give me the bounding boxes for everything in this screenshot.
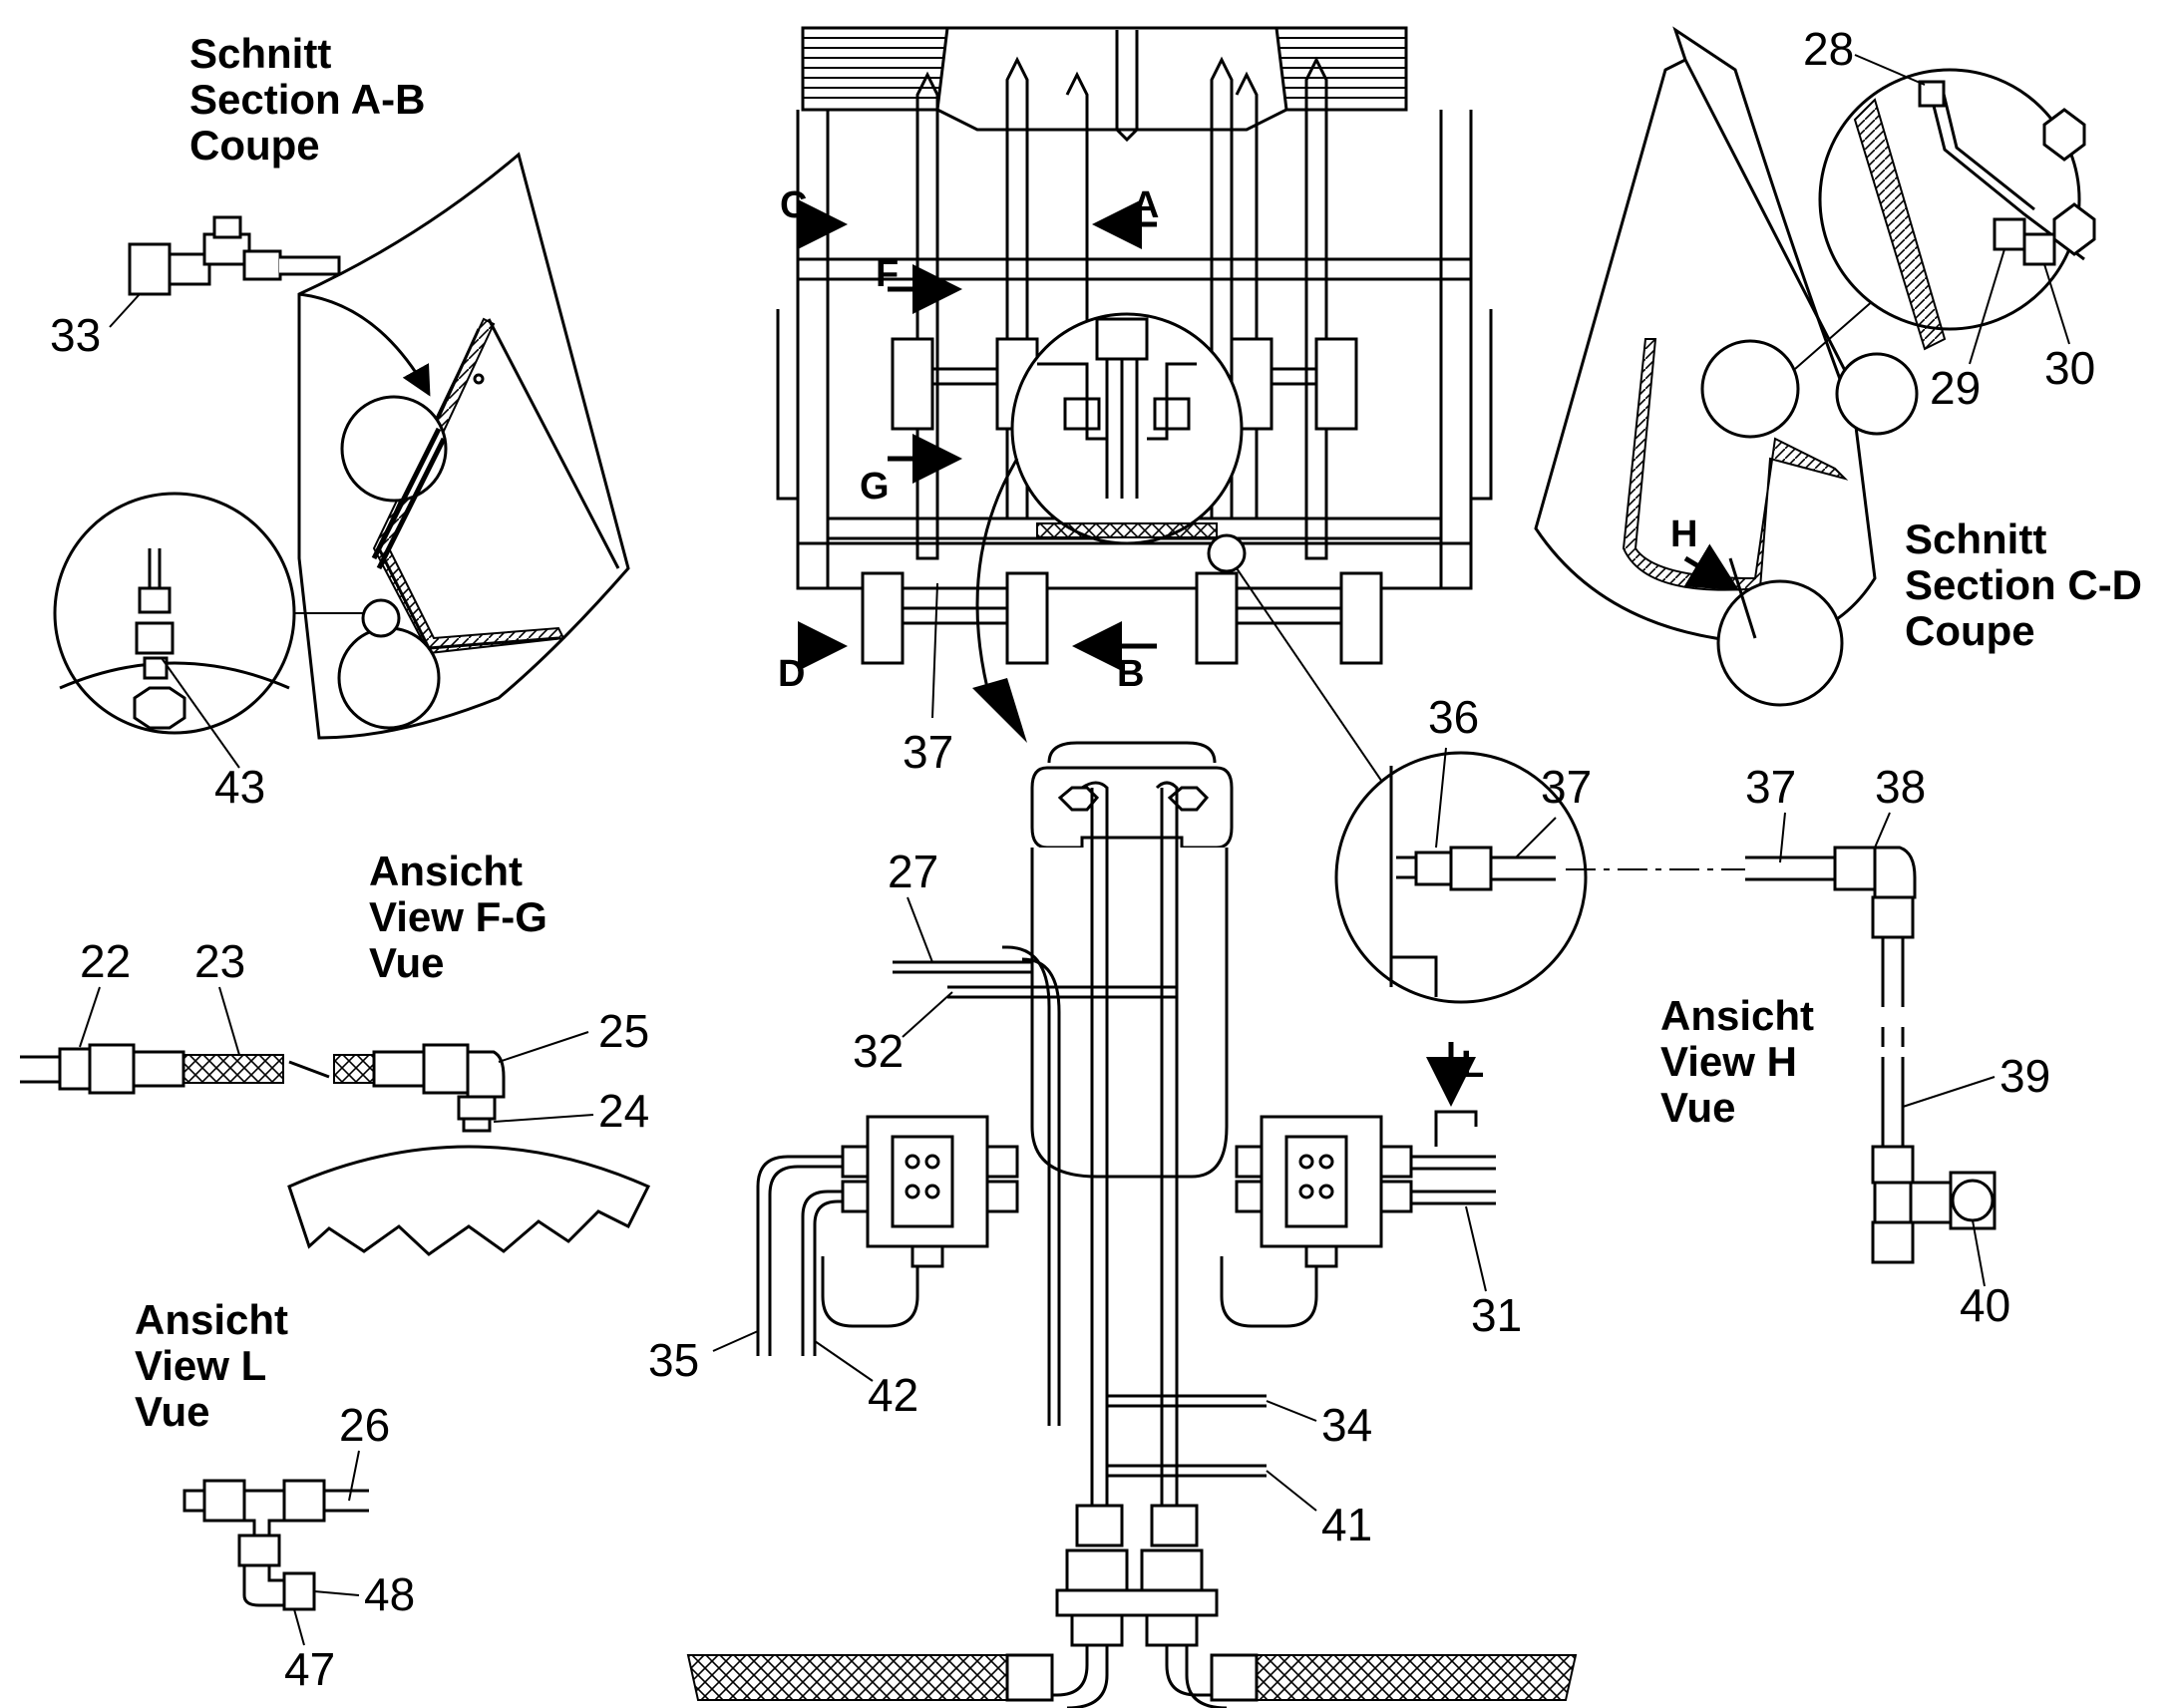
label-39: 39 — [1999, 1050, 2050, 1102]
label-27: 27 — [888, 846, 938, 897]
label-28: 28 — [1803, 23, 1854, 75]
title-ab-2: Section A-B — [189, 76, 425, 123]
title-h-3: Vue — [1660, 1084, 1735, 1131]
title-ab-1: Schnitt — [189, 30, 331, 77]
title-h-2: View H — [1660, 1038, 1797, 1085]
label-26: 26 — [339, 1399, 390, 1451]
view-h: 36 37 37 38 39 40 Ansicht View H Vue — [1334, 691, 2050, 1331]
bucket-front-view: C A F G D B 37 — [776, 26, 1493, 789]
label-48: 48 — [364, 1568, 415, 1620]
marker-l: L — [1461, 1044, 1484, 1086]
title-cd-3: Coupe — [1905, 607, 2035, 654]
label-25: 25 — [598, 1005, 649, 1057]
marker-h: H — [1670, 513, 1697, 555]
hose-right — [1256, 1654, 1578, 1701]
hose-left — [686, 1654, 1008, 1701]
label-38: 38 — [1875, 761, 1926, 813]
label-29: 29 — [1930, 362, 1981, 414]
label-23: 23 — [194, 935, 245, 987]
title-l-1: Ansicht — [135, 1296, 288, 1343]
label-42: 42 — [868, 1369, 918, 1421]
label-35: 35 — [648, 1334, 699, 1386]
distributor-assembly: L 27 32 31 35 42 34 41 — [648, 741, 1578, 1708]
label-47: 47 — [284, 1643, 335, 1695]
label-43: 43 — [214, 761, 265, 813]
detail-circle-top — [1010, 312, 1244, 545]
label-33: 33 — [50, 309, 101, 361]
title-cd-2: Section C-D — [1905, 561, 2142, 608]
title-fg-3: Vue — [369, 939, 444, 986]
marker-a: A — [1132, 184, 1159, 226]
marker-c: C — [780, 184, 807, 226]
title-l-3: Vue — [135, 1388, 209, 1435]
label-30: 30 — [2044, 342, 2095, 394]
tee-fitting-33 — [128, 215, 341, 296]
view-l: Ansicht View L Vue 26 48 47 — [135, 1296, 415, 1695]
title-fg-1: Ansicht — [369, 848, 523, 894]
section-cd: 28 29 30 H Schnitt Section C-D Coupe — [1534, 23, 2142, 707]
marker-d: D — [778, 653, 805, 695]
marker-f: F — [876, 253, 899, 295]
title-cd-1: Schnitt — [1905, 515, 2046, 562]
view-fg: Ansicht View F-G Vue 22 23 25 24 — [20, 848, 651, 1256]
title-h-1: Ansicht — [1660, 992, 1814, 1039]
detail-arrow-icon — [972, 678, 1027, 743]
label-22: 22 — [80, 935, 131, 987]
label-36: 36 — [1428, 691, 1479, 743]
title-ab-3: Coupe — [189, 122, 320, 169]
label-34: 34 — [1321, 1399, 1372, 1451]
marker-b: B — [1117, 653, 1144, 695]
detail-circle-28-30 — [1818, 68, 2081, 331]
label-41: 41 — [1321, 1499, 1372, 1550]
label-37-right: 37 — [1745, 761, 1796, 813]
section-ab: Schnitt Section A-B Coupe 33 — [50, 30, 630, 813]
label-32: 32 — [853, 1025, 904, 1077]
marker-g: G — [860, 466, 890, 508]
label-40: 40 — [1960, 1279, 2010, 1331]
label-37-top: 37 — [903, 726, 953, 778]
label-37-detail: 37 — [1541, 761, 1592, 813]
label-24: 24 — [598, 1085, 649, 1137]
title-l-2: View L — [135, 1342, 266, 1389]
label-31: 31 — [1471, 1289, 1522, 1341]
title-fg-2: View F-G — [369, 893, 547, 940]
